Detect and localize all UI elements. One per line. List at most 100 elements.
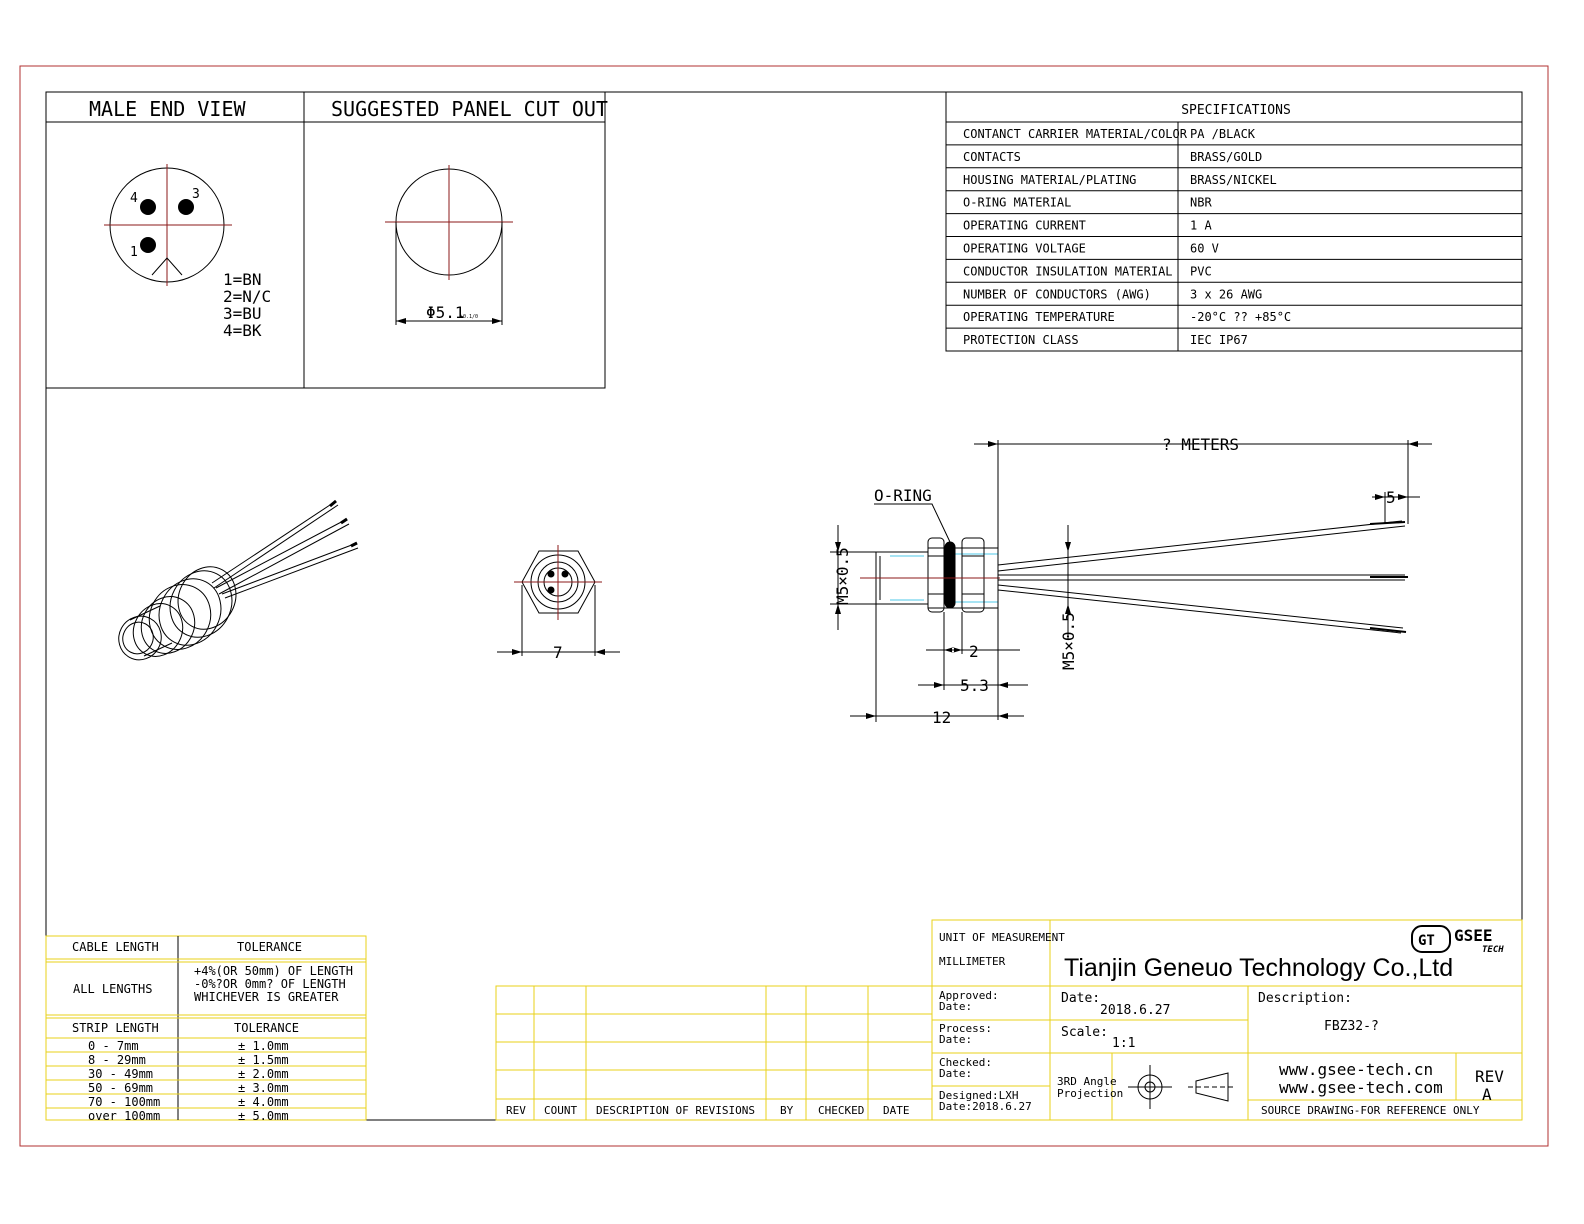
spec-label: CONDUCTOR INSULATION MATERIAL — [963, 264, 1173, 278]
strip-header-length: STRIP LENGTH — [72, 1021, 159, 1035]
side-view-arrowheads — [835, 441, 1418, 719]
checked-label: Checked: — [939, 1056, 992, 1069]
panel-cutout-drawing — [385, 165, 513, 325]
front-view-drawing — [497, 545, 620, 656]
designed-date-label: Date:2018.6.27 — [939, 1100, 1032, 1113]
strip-tolerance: ± 1.5mm — [238, 1053, 289, 1067]
pinout-1: 1=BN — [223, 270, 262, 289]
spec-label: O-RING MATERIAL — [963, 196, 1071, 210]
spec-value: 60 V — [1190, 242, 1219, 256]
approved-date-label: Date: — [939, 1000, 972, 1013]
spec-label: OPERATING TEMPERATURE — [963, 310, 1115, 324]
isometric-view-drawing — [118, 499, 359, 661]
spec-value: NBR — [1190, 196, 1212, 210]
rev-col-count: COUNT — [544, 1104, 577, 1117]
dim-5-3: 5.3 — [960, 676, 989, 695]
strip-range: 50 - 69mm — [88, 1081, 153, 1095]
rev-col-description: DESCRIPTION OF REVISIONS — [596, 1104, 755, 1117]
front-width-dim: 7 — [553, 643, 563, 662]
description-label: Description: — [1258, 991, 1352, 1006]
website-com: www.gsee-tech.com — [1279, 1078, 1443, 1097]
pin-label-4: 4 — [130, 191, 138, 206]
spec-label: CONTANCT CARRIER MATERIAL/COLOR — [963, 127, 1188, 141]
pin-3 — [178, 199, 194, 215]
spec-label: HOUSING MATERIAL/PLATING — [963, 173, 1136, 187]
date-label: Date: — [1061, 991, 1100, 1006]
strip-tolerance: ± 1.0mm — [238, 1039, 289, 1053]
logo-name: GSEE — [1454, 926, 1493, 945]
designed-label: Designed:LXH — [939, 1089, 1018, 1102]
strip-range: 70 - 100mm — [88, 1095, 160, 1109]
spec-label: OPERATING CURRENT — [963, 219, 1086, 233]
tol-rule-1: +4%(OR 50mm) OF LENGTH — [194, 964, 353, 978]
projection-label-2: Projection — [1057, 1087, 1123, 1100]
revision-table — [495, 985, 933, 1121]
company-name: Tianjin Geneuo Technology Co.,Ltd — [1064, 954, 1453, 982]
tol-header-cable-length: CABLE LENGTH — [72, 940, 159, 954]
strip-range: 8 - 29mm — [88, 1053, 146, 1067]
tolerance-table — [45, 935, 367, 1121]
outer-frame — [19, 65, 1549, 1147]
cable-length-dim: ? METERS — [1162, 435, 1239, 454]
strip-length-dim: 5 — [1386, 488, 1396, 507]
rev-col-checked: CHECKED — [818, 1104, 864, 1117]
strip-tolerance: ± 4.0mm — [238, 1095, 289, 1109]
website-cn: www.gsee-tech.cn — [1279, 1060, 1433, 1079]
spec-label: OPERATING VOLTAGE — [963, 242, 1086, 256]
spec-label: NUMBER OF CONDUCTORS (AWG) — [963, 287, 1151, 301]
spec-value: BRASS/GOLD — [1190, 150, 1262, 164]
thread-dim-right: M5×0.5 — [1059, 612, 1078, 670]
scale-value: 1:1 — [1112, 1036, 1135, 1051]
spec-label: CONTACTS — [963, 150, 1021, 164]
tol-all-lengths: ALL LENGTHS — [73, 982, 152, 996]
process-date-label: Date: — [939, 1033, 972, 1046]
rev-col-date: DATE — [883, 1104, 910, 1117]
pin-4 — [140, 199, 156, 215]
panel-cutout-title: SUGGESTED PANEL CUT OUT — [331, 97, 608, 121]
pinout-2: 2=N/C — [223, 287, 271, 306]
strip-tolerance: ± 2.0mm — [238, 1067, 289, 1081]
oring-label: O-RING — [874, 486, 932, 505]
specifications-title: SPECIFICATIONS — [1181, 103, 1291, 118]
tol-rule-3: WHICHEVER IS GREATER — [194, 990, 339, 1004]
spec-value: 3 x 26 AWG — [1190, 287, 1262, 301]
rev-col-by: BY — [780, 1104, 794, 1117]
cutout-diameter: Φ5.1 — [426, 303, 465, 322]
spec-value: PA /BLACK — [1190, 127, 1256, 141]
unit-value: MILLIMETER — [939, 955, 1006, 968]
strip-range: 0 - 7mm — [88, 1039, 139, 1053]
projection-label-1: 3RD Angle — [1057, 1075, 1117, 1088]
spec-value: PVC — [1190, 264, 1212, 278]
male-end-face-drawing — [104, 164, 232, 286]
rev-col-rev: REV — [506, 1104, 526, 1117]
description-value: FBZ32-? — [1324, 1019, 1379, 1034]
third-angle-projection-symbol — [1128, 1065, 1236, 1109]
unit-label: UNIT OF MEASUREMENT — [939, 931, 1065, 944]
thread-dim-left: M5×0.5 — [833, 547, 852, 605]
spec-label: PROTECTION CLASS — [963, 333, 1079, 347]
title-block — [931, 919, 1523, 1121]
male-end-view-title: MALE END VIEW — [89, 97, 246, 121]
strip-tolerance: ± 3.0mm — [238, 1081, 289, 1095]
spec-value: IEC IP67 — [1190, 333, 1248, 347]
logo-mark: GT — [1418, 933, 1435, 949]
tol-header-tolerance: TOLERANCE — [237, 940, 302, 954]
strip-tolerance: ± 5.0mm — [238, 1109, 289, 1123]
checked-date-label: Date: — [939, 1067, 972, 1080]
rev-value: A — [1482, 1085, 1492, 1104]
specifications-table: SPECIFICATIONS CONTANCT CARRIER MATERIAL… — [945, 91, 1523, 352]
scale-label: Scale: — [1061, 1025, 1108, 1040]
views-box — [45, 91, 606, 389]
strip-header-tolerance: TOLERANCE — [234, 1021, 299, 1035]
pin-label-3: 3 — [192, 187, 200, 202]
spec-value: BRASS/NICKEL — [1190, 173, 1277, 187]
logo-sub: TECH — [1482, 945, 1504, 955]
gsee-tech-logo: GT GSEE TECH — [1411, 925, 1504, 955]
pin-1 — [140, 237, 156, 253]
tol-rule-2: -0%?OR 0mm? OF LENGTH — [194, 977, 346, 991]
dim-12: 12 — [932, 708, 951, 727]
date-value: 2018.6.27 — [1100, 1003, 1170, 1018]
pin-label-1: 1 — [130, 245, 138, 260]
